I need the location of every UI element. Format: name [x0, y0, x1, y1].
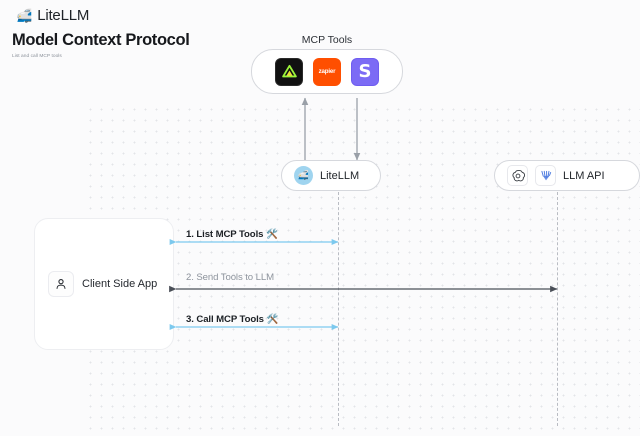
edge-label-list-mcp-tools: 1. List MCP Tools 🛠️	[186, 229, 278, 240]
client-side-app-label: Client Side App	[82, 278, 158, 290]
zapier-tool-icon[interactable]: zapier	[313, 57, 341, 86]
node-llm-api[interactable]: LLM API	[494, 160, 640, 191]
edge-label-2-text: 2. Send Tools to LLM	[186, 272, 274, 283]
slack-tool-icon[interactable]: S	[351, 57, 379, 86]
dot-grid-background	[85, 104, 640, 436]
lifeline-llm-api	[557, 192, 558, 426]
mcp-tools-label-wrap: MCP Tools	[251, 34, 403, 48]
llm-api-node-label: LLM API	[563, 169, 605, 182]
slack-letter: S	[358, 60, 372, 82]
anthropic-icon	[535, 165, 556, 186]
node-litellm[interactable]: 🚅 LiteLLM	[281, 160, 381, 191]
litellm-node-icon: 🚅	[294, 166, 313, 185]
user-icon	[48, 271, 74, 297]
openai-icon	[507, 165, 528, 186]
tools-icon: 🛠️	[266, 314, 279, 325]
mcp-tools-label: MCP Tools	[301, 34, 353, 46]
app-header: 🚅 LiteLLM	[0, 0, 640, 30]
node-client-side-app[interactable]: Client Side App	[34, 218, 174, 350]
page-title: Model Context Protocol	[12, 31, 190, 49]
edge-label-1-text: 1. List MCP Tools	[186, 229, 264, 240]
tools-icon: 🛠️	[265, 229, 278, 240]
edge-label-call-mcp-tools: 3. Call MCP Tools 🛠️	[186, 314, 278, 325]
edge-label-send-tools-to-llm: 2. Send Tools to LLM	[186, 272, 274, 283]
bullet-train-icon: 🚅	[16, 7, 33, 23]
linear-tool-icon[interactable]	[275, 57, 303, 86]
mcp-tools-group[interactable]: zapier S	[251, 49, 403, 94]
diagram-canvas	[0, 66, 640, 436]
lifeline-litellm	[338, 192, 339, 426]
zapier-wordmark: zapier	[318, 68, 336, 75]
litellm-node-label: LiteLLM	[320, 169, 360, 182]
brand-name: LiteLLM	[37, 6, 90, 24]
edge-label-3-text: 3. Call MCP Tools	[186, 314, 264, 325]
page-subtitle: List and call MCP tools	[12, 54, 62, 59]
